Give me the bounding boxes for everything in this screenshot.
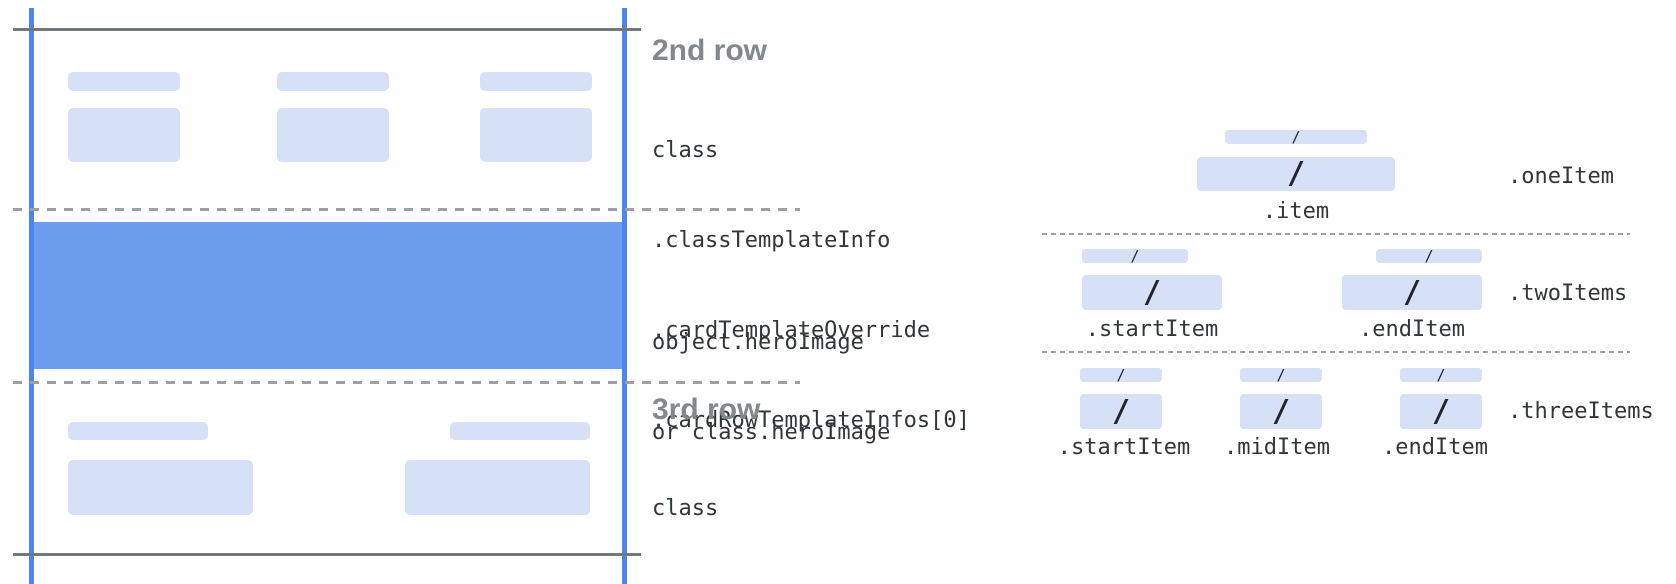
two-items-start-value-bar: / (1082, 275, 1222, 310)
slash-placeholder: / (1291, 127, 1301, 146)
row3-start-label-bar (68, 422, 208, 440)
hero-code-path: object.heroImage or class.heroImage (652, 268, 890, 508)
code-line: .cardTemplateOverride (652, 318, 931, 343)
hero-row3-divider-dashed-line (13, 381, 800, 384)
slash-placeholder: / (1111, 393, 1131, 429)
row2-hero-divider-dashed-line (13, 208, 800, 211)
row2-heading: 2nd row (652, 34, 768, 67)
code-line: .classTemplateInfo (652, 228, 891, 253)
slash-placeholder: / (1130, 246, 1140, 265)
mid-item-caption: .midItem (1224, 435, 1330, 460)
code-line: .cardRowTemplateInfos[0] (652, 408, 970, 433)
card-top-boundary-line (13, 28, 641, 31)
end-item-caption: .endItem (1359, 317, 1465, 342)
three-items-start-label-bar: / (1080, 365, 1162, 384)
slash-placeholder: / (1271, 393, 1291, 429)
three-items-end-label-bar: / (1400, 365, 1482, 384)
code-line: object.heroImage (652, 330, 864, 355)
item-caption: .item (1262, 199, 1330, 224)
row3-end-label-bar (450, 422, 590, 440)
row3-heading: 3rd row (652, 393, 761, 426)
slash-placeholder: / (1276, 365, 1286, 384)
slash-placeholder: / (1286, 156, 1306, 191)
two-items-end-value-bar: / (1342, 275, 1482, 310)
slash-placeholder: / (1402, 274, 1422, 310)
one-item-value-bar: / (1197, 157, 1395, 191)
slash-placeholder: / (1431, 393, 1451, 429)
two-items-class-label: .twoItems (1508, 281, 1628, 306)
card-left-guide-line (29, 8, 34, 584)
one-item-label-bar: / (1225, 127, 1367, 146)
row2-item2-label-bar (277, 72, 389, 91)
one-two-divider-dashed-line (1042, 233, 1630, 235)
slash-placeholder: / (1424, 246, 1434, 265)
row2-item3-label-bar (480, 72, 592, 91)
row2-item1-label-bar (68, 72, 180, 91)
three-items-mid-label-bar: / (1240, 365, 1322, 384)
three-items-class-label: .threeItems (1508, 399, 1654, 424)
slash-placeholder: / (1142, 274, 1162, 310)
card-bottom-boundary-line (13, 553, 641, 556)
two-items-start-label-bar: / (1082, 246, 1188, 265)
start-item-caption: .startItem (1057, 435, 1191, 460)
three-items-end-value-bar: / (1400, 394, 1482, 429)
row2-item3-value-box (480, 108, 592, 162)
two-three-divider-dashed-line (1042, 351, 1630, 353)
code-line: class (652, 496, 719, 521)
three-items-start-value-bar: / (1080, 394, 1162, 429)
row2-item2-value-box (277, 108, 389, 162)
hero-image-band (34, 222, 622, 369)
code-line: class (652, 138, 719, 163)
start-item-caption: .startItem (1085, 317, 1219, 342)
slash-placeholder: / (1116, 365, 1126, 384)
three-items-mid-value-bar: / (1240, 394, 1322, 429)
row2-item1-value-box (68, 108, 180, 162)
two-items-end-label-bar: / (1376, 246, 1482, 265)
slash-placeholder: / (1436, 365, 1446, 384)
row2-code-path: class .classTemplateInfo .cardTemplateOv… (652, 76, 970, 496)
row3-code-path: class .classTemplateInfo .cardTemplateOv… (652, 434, 970, 584)
row3-end-value-box (405, 460, 590, 515)
one-item-class-label: .oneItem (1508, 164, 1614, 189)
row3-start-value-box (68, 460, 253, 515)
end-item-caption: .endItem (1382, 435, 1488, 460)
card-right-guide-line (622, 8, 627, 584)
code-line: or class.heroImage (652, 420, 891, 445)
